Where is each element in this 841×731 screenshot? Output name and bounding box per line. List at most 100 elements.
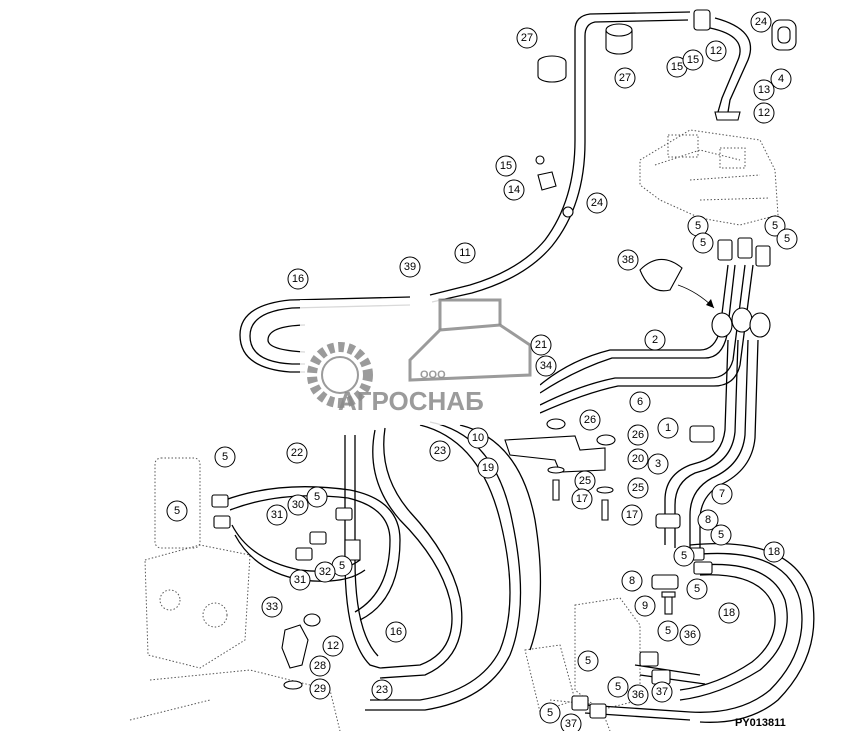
callout-31: 31 (289, 569, 311, 591)
callout-number: 5 (718, 529, 724, 541)
callout-number: 12 (327, 640, 339, 652)
bolt-9 (661, 591, 676, 615)
callout-23: 23 (371, 679, 393, 701)
callout-11: 11 (454, 242, 476, 264)
callout-5: 5 (764, 215, 786, 237)
callout-number: 12 (710, 45, 722, 57)
callout-24: 24 (750, 11, 772, 33)
callout-number: 12 (758, 107, 770, 119)
callout-number: 23 (376, 684, 388, 696)
callout-number: 2 (652, 334, 658, 346)
callout-number: 22 (291, 447, 303, 459)
callout-5: 5 (577, 650, 599, 672)
valve-fittings-5 (711, 237, 771, 338)
callout-number: 29 (314, 683, 326, 695)
callout-number: 39 (404, 261, 416, 273)
callout-31: 31 (266, 504, 288, 526)
callout-5: 5 (710, 524, 732, 546)
callout-26: 26 (579, 409, 601, 431)
callout-34: 34 (535, 355, 557, 377)
callout-number: 19 (482, 462, 494, 474)
callout-number: 31 (294, 574, 306, 586)
callout-37: 37 (560, 713, 582, 731)
callout-27: 27 (516, 27, 538, 49)
callout-number: 38 (622, 254, 634, 266)
callout-number: 5 (700, 237, 706, 249)
callout-28: 28 (309, 655, 331, 677)
callout-19: 19 (477, 457, 499, 479)
hoses-3-7 (664, 339, 759, 555)
callout-3: 3 (647, 453, 669, 475)
callout-number: 36 (632, 689, 644, 701)
callout-12: 12 (322, 635, 344, 657)
callout-number: 14 (508, 184, 520, 196)
callout-number: 26 (584, 414, 596, 426)
callout-number: 16 (390, 626, 402, 638)
callout-number: 23 (434, 445, 446, 457)
callout-16: 16 (385, 621, 407, 643)
callout-number: 6 (637, 396, 643, 408)
callout-number: 37 (565, 718, 577, 730)
pump-fittings (211, 494, 361, 561)
callout-number: 28 (314, 660, 326, 672)
callout-36: 36 (679, 624, 701, 646)
hose-11 (429, 11, 691, 303)
callout-27: 27 (614, 67, 636, 89)
hoses-23-16-lower (344, 421, 542, 711)
callout-number: 26 (632, 429, 644, 441)
callout-number: 15 (687, 54, 699, 66)
callout-5: 5 (673, 545, 695, 567)
callout-5: 5 (657, 620, 679, 642)
control-valve-outline (639, 129, 779, 226)
callout-number: 31 (271, 509, 283, 521)
hose-13 (709, 17, 752, 113)
callout-number: 21 (535, 339, 547, 351)
callout-number: 3 (655, 458, 661, 470)
callout-15: 15 (495, 155, 517, 177)
callout-17: 17 (571, 488, 593, 510)
callout-number: 25 (579, 475, 591, 487)
bracket-10 (504, 418, 616, 521)
callout-number: 4 (778, 73, 784, 85)
callout-number: 5 (665, 625, 671, 637)
callout-number: 9 (642, 600, 648, 612)
clamp-12-upper (693, 9, 711, 31)
callout-18: 18 (763, 541, 785, 563)
callout-4: 4 (770, 68, 792, 90)
callout-10: 10 (467, 427, 489, 449)
callout-8: 8 (697, 509, 719, 531)
callout-5: 5 (776, 228, 798, 250)
callout-25: 25 (627, 477, 649, 499)
callout-number: 7 (719, 488, 725, 500)
callout-5: 5 (686, 578, 708, 600)
callout-number: 5 (772, 220, 778, 232)
hoses-18 (679, 543, 815, 723)
callout-number: 20 (632, 453, 644, 465)
callout-number: 16 (292, 273, 304, 285)
callout-15: 15 (682, 49, 704, 71)
callout-20: 20 (627, 448, 649, 470)
callout-25: 25 (574, 470, 596, 492)
callout-number: 37 (656, 686, 668, 698)
callout-number: 17 (626, 509, 638, 521)
clamp-12-lower (714, 111, 741, 121)
callout-8: 8 (621, 570, 643, 592)
callout-37: 37 (651, 681, 673, 703)
callout-number: 8 (629, 575, 635, 587)
bushing-27a (537, 55, 567, 83)
watermark-company-name: АГРОСНАБ (338, 386, 484, 416)
callout-number: 30 (292, 499, 304, 511)
watermark-prefix: ООО (420, 369, 446, 381)
callout-32: 32 (314, 561, 336, 583)
callout-number: 27 (619, 72, 631, 84)
callout-number: 5 (339, 560, 345, 572)
clamps-8 (651, 513, 681, 590)
callout-5: 5 (539, 702, 561, 724)
callout-number: 5 (694, 583, 700, 595)
callout-number: 13 (758, 84, 770, 96)
callout-number: 18 (723, 607, 735, 619)
callout-22: 22 (286, 442, 308, 464)
callout-33: 33 (261, 596, 283, 618)
callout-number: 8 (705, 514, 711, 526)
